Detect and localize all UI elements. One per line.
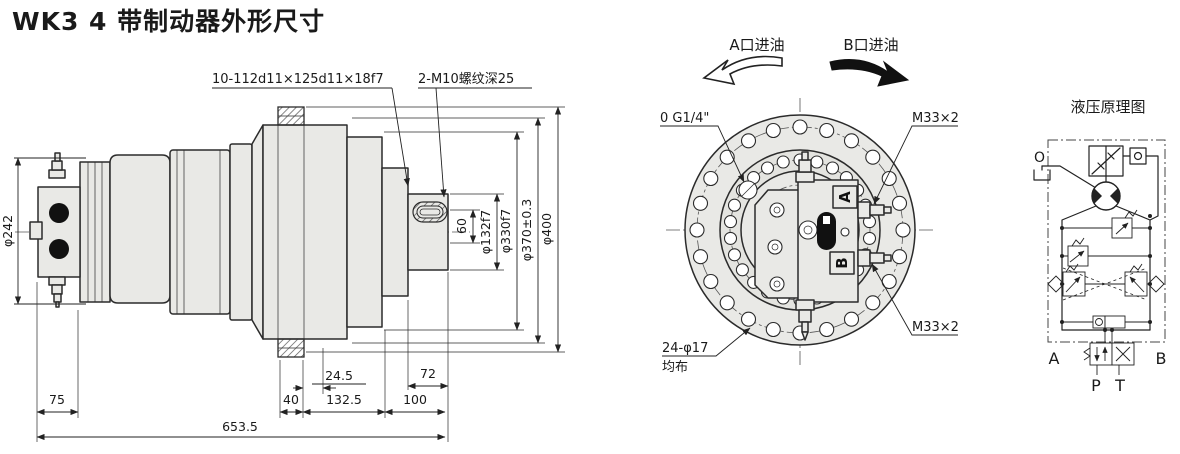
- cw-rotation-arrow: [829, 59, 910, 87]
- svg-text:φ242: φ242: [0, 215, 15, 247]
- motor-body: [79, 106, 449, 358]
- port-hole: [49, 239, 69, 259]
- directional-valve: [1083, 342, 1135, 375]
- dim-653-5: 653.5: [222, 419, 258, 434]
- tapped-holes-callout: 2-M10螺纹深25: [418, 72, 514, 87]
- port-t-label: T: [1114, 376, 1125, 395]
- ccw-rotation-arrow: [702, 55, 783, 86]
- a-inlet-label: A口进油: [729, 36, 784, 54]
- dim-132-5: 132.5: [326, 392, 362, 407]
- bolt-holes-label-1: 24-φ17: [662, 341, 708, 356]
- port-a-label: A: [836, 191, 854, 203]
- port-b-label: B: [833, 257, 851, 268]
- port-bottom-label: M33×2: [912, 320, 959, 335]
- dim-d242: φ242: [0, 157, 86, 305]
- port-p-label: P: [1091, 376, 1101, 395]
- svg-text:60: 60: [454, 218, 469, 234]
- drain-port-label: 0 G1/4": [660, 111, 709, 126]
- schematic-boundary: [1047, 139, 1166, 343]
- spline-callout: 10-112d11×125d11×18f7: [212, 72, 384, 87]
- bottom-relief-stem: [795, 299, 815, 341]
- svg-text:φ400: φ400: [539, 213, 554, 245]
- counterbalance-valves: [1047, 263, 1165, 301]
- svg-text:φ330f7: φ330f7: [498, 209, 513, 253]
- page-title: WK3 4 带制动器外形尺寸: [12, 7, 326, 36]
- junction-dots: [1060, 214, 1152, 332]
- center-slot: [817, 212, 836, 250]
- shaft-bell: [381, 167, 409, 297]
- side-fitting-bottom: [857, 249, 892, 267]
- hydraulic-schematic: 液压原理图 O: [1033, 98, 1167, 395]
- relief-valve-2: [1062, 237, 1150, 267]
- brake-cylinder: [1088, 145, 1124, 183]
- front-view-drawing: A口进油 B口进油: [660, 36, 959, 375]
- side-view-drawing: 10-112d11×125d11×18f7 2-M10螺纹深25 φ242 75…: [0, 72, 565, 442]
- schematic-title: 液压原理图: [1070, 98, 1145, 116]
- drain-o-label: O: [1034, 150, 1045, 166]
- brake-valve-block: [29, 152, 81, 308]
- bolt-holes-label-2: 均布: [662, 360, 688, 375]
- brake-housing: [109, 154, 171, 304]
- svg-text:φ132f7: φ132f7: [478, 210, 493, 254]
- dim-40: 40: [283, 392, 299, 407]
- callouts: 10-112d11×125d11×18f7 2-M10螺纹深25: [212, 72, 532, 198]
- b-inlet-label: B口进油: [843, 36, 898, 54]
- flange-ring: [229, 143, 253, 321]
- port-b-line-label: B: [1156, 349, 1167, 368]
- dim-75: 75: [49, 392, 65, 407]
- output-drum: [262, 124, 348, 340]
- center-valve-assembly: A B: [738, 151, 892, 341]
- spigot-ring: [346, 136, 383, 328]
- front-view-labels: 0 G1/4" M33×2 M33×2 24-φ17 均布: [660, 111, 959, 375]
- motor-symbol: [1061, 181, 1151, 331]
- side-fitting-top: [857, 201, 892, 219]
- bottom-fitting: [48, 276, 66, 308]
- relief-valve-1: [1062, 209, 1150, 239]
- spline-teeth: [277, 106, 305, 358]
- shuttle-valve: [1062, 315, 1150, 343]
- dim-24-5: 24.5: [325, 368, 353, 383]
- shaft-spline-slot: [412, 201, 448, 223]
- motor-case: [169, 149, 231, 315]
- svg-text:φ370±0.3: φ370±0.3: [519, 199, 534, 261]
- bottom-dims: 75 40 132.5 100 24.5 72 653.5: [36, 272, 449, 442]
- dim-100: 100: [403, 392, 427, 407]
- port-a-line-label: A: [1049, 349, 1060, 368]
- top-relief-stem: [795, 151, 815, 183]
- diameter-dims: 60 φ132f7 φ330f7 φ370±0.3 φ400: [306, 106, 565, 353]
- port-top-label: M33×2: [912, 111, 959, 126]
- port-a-box: [832, 185, 858, 209]
- port-b-box: [829, 251, 855, 275]
- brake-check-valve: [1122, 147, 1159, 221]
- port-hole: [49, 203, 69, 223]
- top-fitting: [48, 152, 66, 179]
- tank-symbol: [1033, 165, 1097, 189]
- dim-72: 72: [420, 366, 436, 381]
